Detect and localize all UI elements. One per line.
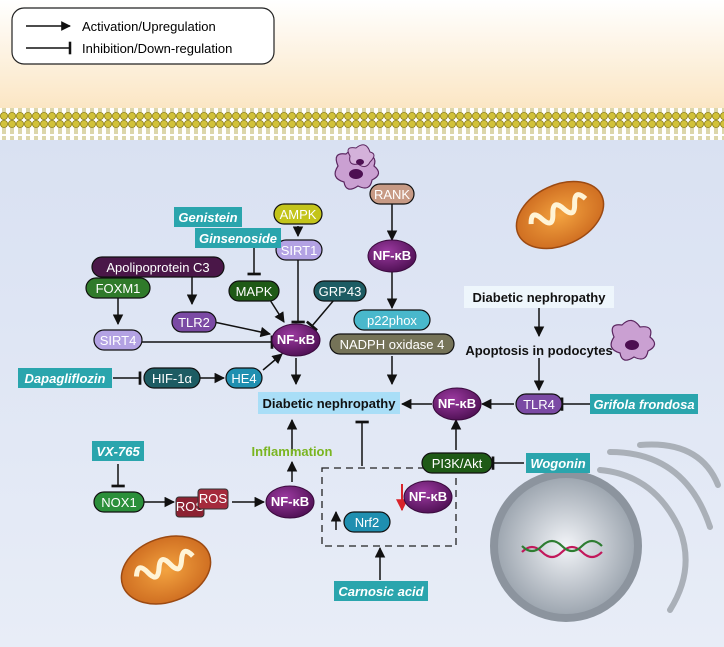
node-mapk: MAPK (228, 280, 280, 302)
svg-text:TLR4: TLR4 (523, 397, 555, 412)
podocyte-cell-icon (334, 144, 380, 190)
node-nfkb-right: NF-κB (432, 387, 482, 421)
edge-mapk-nfkb (269, 299, 285, 323)
svg-text:Ginsenoside: Ginsenoside (199, 231, 277, 246)
svg-text:Dapagliflozin: Dapagliflozin (25, 371, 106, 386)
svg-text:Grifola frondosa: Grifola frondosa (593, 397, 694, 412)
podocyte-cell-icon (610, 319, 656, 361)
svg-text:SIRT4: SIRT4 (100, 333, 137, 348)
svg-text:Inflammation: Inflammation (252, 444, 333, 459)
svg-text:MAPK: MAPK (236, 284, 273, 299)
node-p22phox: p22phox (353, 309, 431, 331)
compound-vx765: VX-765 (92, 441, 144, 461)
svg-text:SIRT1: SIRT1 (281, 243, 318, 258)
node-hif1a: HIF-1α (143, 367, 201, 389)
node-tlr2: TLR2 (171, 311, 217, 333)
compound-grifola-frondosa: Grifola frondosa (590, 394, 698, 414)
svg-text:NF-κB: NF-κB (438, 396, 476, 411)
node-nfkb-box: NF-κB (403, 480, 453, 514)
ros-label-back: ROS (176, 499, 205, 514)
cell-membrane (0, 108, 724, 140)
node-he4: HE4 (225, 367, 263, 389)
svg-text:p22phox: p22phox (367, 313, 417, 328)
ros-label-front: ROS (199, 491, 228, 506)
edge-he4-nfkb (262, 353, 283, 371)
node-sirt1: SIRT1 (275, 239, 323, 261)
node-nfkb-rank: NF-κB (367, 239, 417, 273)
nucleus-icon (490, 470, 642, 622)
node-diabetic-nephropathy: Diabetic nephropathy (258, 392, 400, 414)
svg-text:Apoptosis in podocytes: Apoptosis in podocytes (465, 343, 612, 358)
svg-text:Apolipoprotein C3: Apolipoprotein C3 (106, 260, 209, 275)
node-foxm1: FOXM1 (85, 277, 151, 299)
node-nrf2: Nrf2 (343, 511, 391, 533)
compound-dapagliflozin: Dapagliflozin (18, 368, 112, 388)
endoplasmic-reticulum-icon (597, 441, 721, 613)
svg-text:NADPH oxidase 4: NADPH oxidase 4 (340, 337, 445, 352)
svg-text:AMPK: AMPK (280, 207, 317, 222)
node-grp43: GRP43 (313, 280, 367, 302)
svg-text:FOXM1: FOXM1 (96, 281, 141, 296)
svg-text:Wogonin: Wogonin (530, 456, 585, 471)
svg-text:HE4: HE4 (231, 371, 256, 386)
compound-carnosic-acid: Carnosic acid (334, 581, 428, 601)
ros-icon: ROS ROS (175, 488, 229, 518)
mitochondrion-icon (515, 180, 605, 250)
svg-text:GRP43: GRP43 (319, 284, 362, 299)
node-pi3k-akt: PI3K/Akt (421, 452, 493, 474)
node-apolipoprotein-c3: Apolipoprotein C3 (91, 256, 225, 278)
node-nadph-oxidase-4: NADPH oxidase 4 (329, 333, 455, 355)
node-sirt4: SIRT4 (93, 329, 143, 351)
node-ampk: AMPK (273, 203, 323, 225)
legend: Activation/Upregulation Inhibition/Down-… (11, 7, 275, 65)
svg-text:HIF-1α: HIF-1α (152, 371, 193, 386)
svg-text:Diabetic nephropathy: Diabetic nephropathy (473, 290, 607, 305)
legend-inhibition-label: Inhibition/Down-regulation (82, 41, 232, 56)
svg-text:NF-κB: NF-κB (271, 494, 309, 509)
svg-text:Carnosic acid: Carnosic acid (338, 584, 424, 599)
svg-text:NF-κB: NF-κB (373, 248, 411, 263)
svg-text:Diabetic nephropathy: Diabetic nephropathy (263, 396, 397, 411)
node-rank: RANK (369, 183, 415, 205)
svg-text:TLR2: TLR2 (178, 315, 210, 330)
svg-text:NOX1: NOX1 (101, 495, 136, 510)
svg-text:Nrf2: Nrf2 (355, 515, 380, 530)
compound-wogonin: Wogonin (526, 453, 590, 473)
edge-tlr2-nfkb (213, 321, 272, 338)
legend-activation-label: Activation/Upregulation (82, 19, 216, 34)
node-nox1: NOX1 (93, 491, 145, 513)
svg-text:NF-κB: NF-κB (277, 332, 315, 347)
mitochondrion-icon (120, 535, 212, 605)
node-inflammation: Inflammation (252, 444, 333, 459)
nrf2-nfkb-box (321, 467, 457, 547)
svg-text:RANK: RANK (374, 187, 410, 202)
pathway-edges (111, 204, 590, 580)
node-nfkb-ros: NF-κB (265, 485, 315, 519)
node-tlr4: TLR4 (515, 393, 563, 415)
compound-genistein: Genistein (174, 207, 242, 227)
node-diabetic-nephropathy-top: Diabetic nephropathy (464, 286, 614, 308)
node-nfkb-center: NF-κB (271, 323, 321, 357)
node-apoptosis-in-podocytes: Apoptosis in podocytes (465, 343, 612, 358)
svg-text:PI3K/Akt: PI3K/Akt (432, 456, 483, 471)
svg-text:Genistein: Genistein (178, 210, 237, 225)
compound-ginsenoside: Ginsenoside (195, 228, 281, 248)
svg-text:VX-765: VX-765 (96, 444, 140, 459)
edge-grp43-nfkb (305, 299, 335, 332)
svg-text:NF-κB: NF-κB (409, 489, 447, 504)
